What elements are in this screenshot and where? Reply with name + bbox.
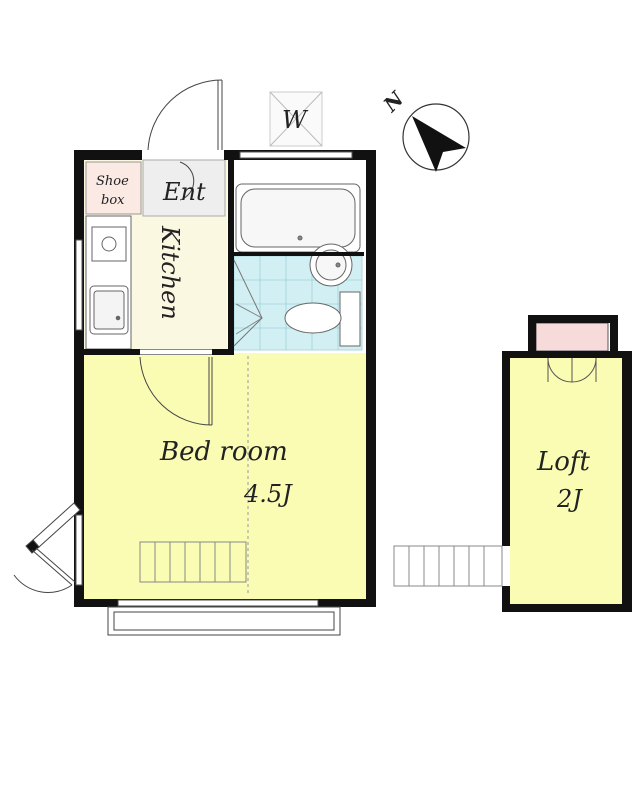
loft-walls — [502, 315, 632, 612]
loft-unit — [393, 315, 632, 612]
entrance-door — [147, 79, 223, 151]
washer-space — [269, 91, 323, 147]
side-door — [13, 502, 81, 593]
shoe-box-label-line1: Shoe — [96, 174, 129, 189]
bath-door — [233, 259, 263, 347]
north-compass — [402, 103, 470, 172]
toilet-bowl — [284, 302, 342, 334]
north-arrow-icon — [412, 116, 466, 172]
toilet-tank — [339, 291, 361, 347]
loft-closet — [535, 322, 609, 352]
kitchen-door-arc — [179, 161, 195, 201]
bedroom-door — [139, 349, 213, 426]
stove — [91, 226, 127, 262]
loft-label: Loft — [536, 447, 591, 477]
bedroom-floor — [84, 353, 366, 599]
bedroom-size-label: 4.5J — [243, 480, 293, 508]
loft-stairs — [393, 545, 503, 587]
loft-floor — [510, 358, 622, 604]
main-unit — [13, 79, 376, 636]
top-window — [239, 151, 353, 159]
bedroom-label: Bed room — [159, 437, 288, 467]
loft-closet-doors — [547, 357, 597, 383]
loft-size-label: 2J — [556, 485, 583, 513]
shoe-box-label-line2: box — [101, 193, 125, 208]
entrance-label: Ent — [162, 178, 206, 206]
bath-fixtures — [235, 183, 361, 347]
kitchen-label: Kitchen — [156, 225, 184, 320]
balcony-window — [107, 599, 341, 636]
kitchen-window — [75, 239, 83, 331]
bedroom-stairs — [139, 541, 247, 583]
north-label: N — [378, 86, 409, 117]
burner — [101, 236, 117, 252]
shoe-box — [85, 161, 142, 215]
left-window — [75, 514, 83, 586]
kitchen-fixtures — [85, 215, 132, 350]
entrance-floor — [142, 159, 226, 217]
washer-label: W — [282, 106, 309, 134]
